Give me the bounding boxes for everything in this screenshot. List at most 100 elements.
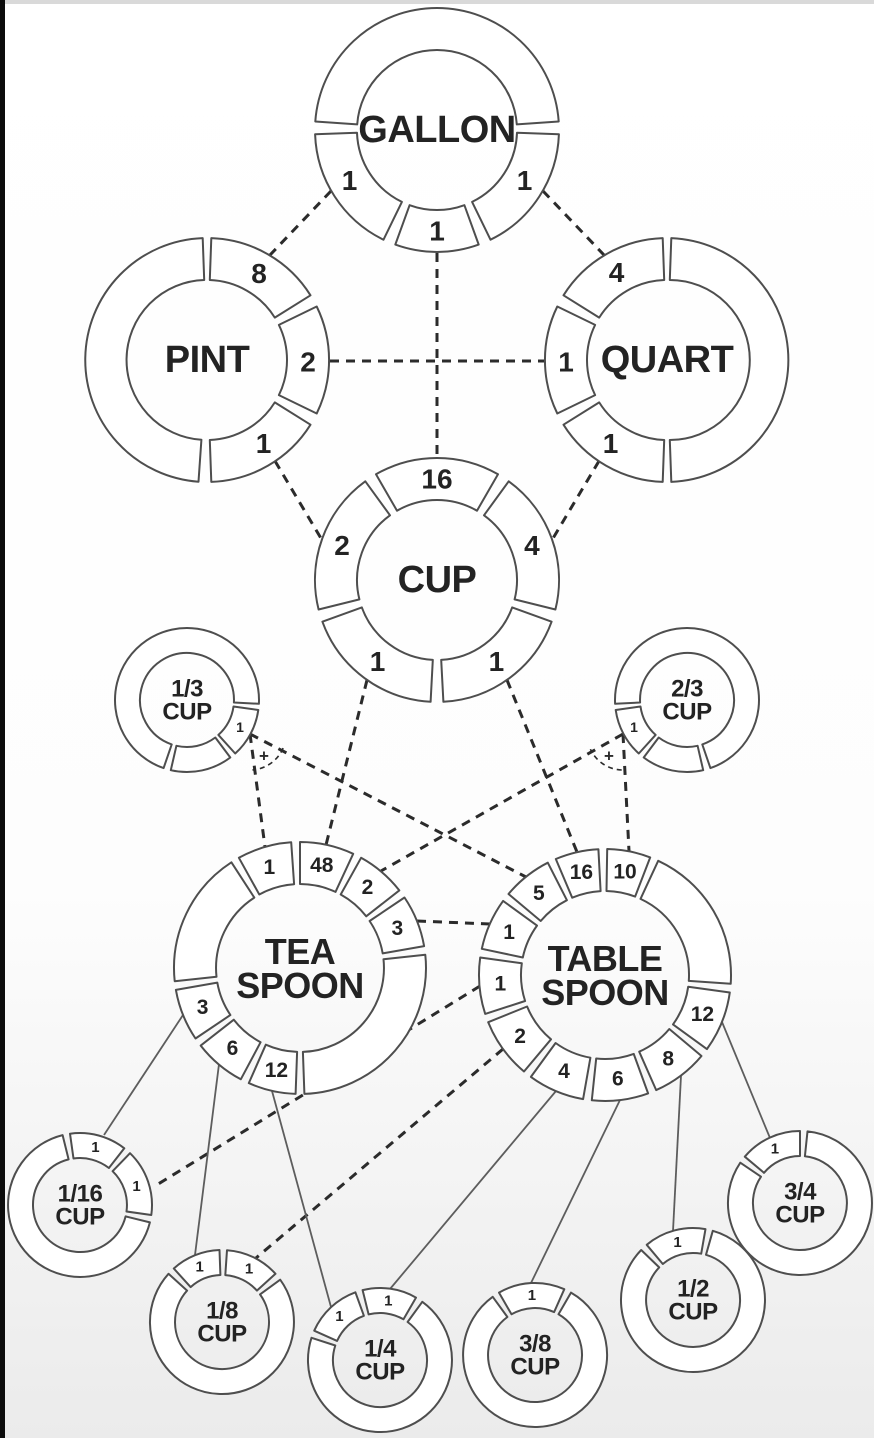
segment-value: 4	[524, 530, 540, 561]
ring-segment-1	[208, 401, 312, 483]
segment-value: 2	[334, 530, 350, 561]
ring-segment-16	[554, 848, 602, 899]
segment-value: 10	[613, 860, 636, 883]
link-quart-1-to-cup-4	[550, 460, 601, 541]
ring-segment-1	[440, 606, 553, 703]
link-gallon-1-to-quart-4	[541, 189, 606, 257]
segment-value: 1	[91, 1139, 99, 1156]
ring-segment	[642, 736, 705, 773]
scan-edge-left	[0, 0, 5, 1438]
ring-segment-1	[313, 1291, 365, 1342]
ring-segment	[314, 7, 560, 126]
ring-segment-8	[208, 237, 312, 319]
segment-value: 5	[533, 882, 545, 905]
link-pint-1-to-cup-2	[273, 460, 324, 541]
link-tablespoon-12-to-three-quarter-cup-1	[721, 1021, 771, 1139]
segment-value: 1	[236, 719, 244, 735]
node-label-gallon: GALLON	[358, 109, 515, 151]
link-third-cup-1-to-tablespoon-5	[249, 732, 527, 879]
link-tablespoon-6-to-three-eighths-cup-1	[530, 1099, 621, 1284]
ring-segment-3	[174, 981, 232, 1040]
segment-value: 2	[514, 1025, 526, 1048]
ring-segment-1	[562, 401, 666, 483]
junction-arc	[589, 748, 622, 771]
ring-segment-4	[562, 237, 666, 319]
segment-value: 1	[517, 165, 533, 196]
segment-value: 1	[335, 1308, 343, 1325]
ring-segment-16	[375, 456, 499, 512]
ring-segment-48	[299, 841, 355, 893]
link-two-thirds-cup-1-to-tablespoon-10	[621, 733, 631, 852]
segment-value: 1	[603, 428, 619, 459]
segment-value: 1	[495, 973, 507, 996]
ring-segment-2	[339, 856, 401, 918]
ring-segment-2	[277, 305, 330, 415]
link-teaspoon-6-to-eighth-cup-1	[194, 1063, 220, 1256]
segment-value: 1	[630, 719, 638, 735]
ring-segment-5	[507, 861, 568, 922]
link-two-thirds-cup-1-to-teaspoon-2	[380, 732, 624, 873]
ring-segment	[306, 1300, 453, 1434]
ring-segment-1	[471, 131, 560, 241]
segment-value: 4	[609, 257, 625, 288]
segment-value: 8	[662, 1047, 674, 1070]
segment-value: 2	[362, 876, 374, 899]
ring-segment-1	[498, 1282, 566, 1316]
ring-segment	[169, 736, 232, 773]
conversion-links	[103, 189, 771, 1308]
segment-value: 1	[196, 1258, 204, 1275]
node-label-quart: QUART	[601, 339, 734, 381]
segment-value: 1	[370, 646, 386, 677]
segment-value: 48	[310, 854, 334, 877]
ring-segment-1	[480, 899, 538, 959]
ring-segment-2	[487, 1005, 552, 1073]
segment-value: 1	[429, 216, 445, 247]
segment-value: 1	[132, 1178, 140, 1195]
link-teaspoon-12-to-quarter-cup-1	[271, 1090, 332, 1308]
link-third-cup-1-to-teaspoon-1	[248, 733, 267, 848]
ring-segment-2	[314, 480, 391, 611]
segment-value: 1	[245, 1261, 253, 1278]
segment-value: 1	[503, 921, 515, 944]
ring-segment-1	[321, 606, 434, 703]
plus-sign: +	[259, 747, 269, 766]
ring-segment-12	[247, 1043, 299, 1095]
ring-segment-1	[394, 204, 480, 253]
junction-arc	[252, 747, 284, 771]
segment-value: 3	[197, 996, 209, 1019]
segment-value: 6	[227, 1037, 239, 1060]
ring-segment-3	[368, 896, 426, 955]
scan-edge-top	[0, 0, 874, 4]
ring-segment	[114, 627, 260, 770]
segment-value: 8	[251, 258, 267, 289]
ring-segment	[7, 1134, 151, 1278]
ring-segment-1	[478, 956, 527, 1015]
segment-value: 1	[528, 1287, 536, 1304]
ring-segment-1	[237, 841, 296, 896]
link-tablespoon-2-to-eighth-cup-1	[255, 1047, 504, 1260]
link-cup-1-to-teaspoon-48	[324, 679, 369, 846]
ring-segment-4	[483, 480, 560, 611]
link-gallon-1-to-pint-8	[268, 189, 333, 257]
ring-segment-1	[743, 1129, 801, 1174]
node-label-pint: PINT	[165, 339, 250, 381]
segment-value: 1	[489, 646, 505, 677]
ring-segment-1	[224, 1249, 277, 1292]
segment-value: 12	[691, 1003, 714, 1026]
